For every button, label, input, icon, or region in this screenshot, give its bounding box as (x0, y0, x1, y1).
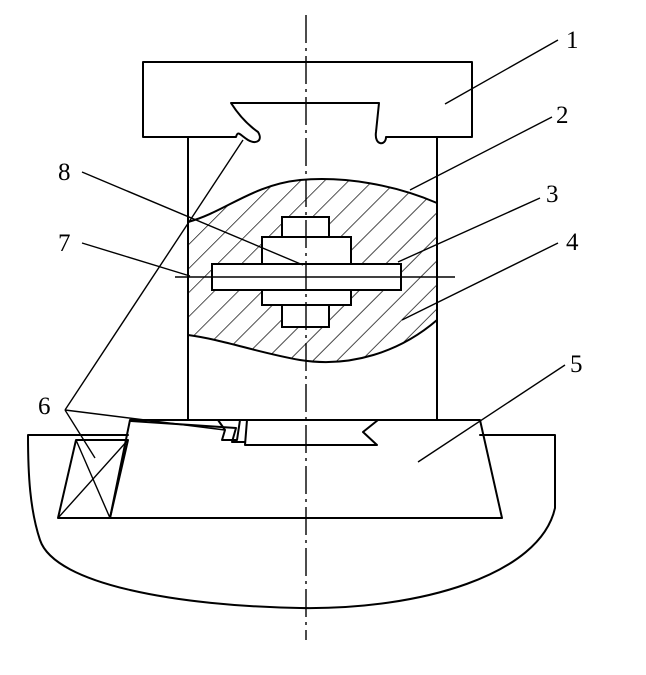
label-3: 3 (546, 181, 559, 208)
part-5-dovetail-left (130, 420, 246, 443)
leader-7 (81, 242, 191, 277)
label-8: 8 (58, 159, 71, 186)
part-2-upper-curve (187, 178, 438, 223)
leader-5 (417, 364, 566, 463)
label-6: 6 (38, 393, 51, 420)
label-5: 5 (570, 351, 583, 378)
leader-4 (401, 242, 559, 321)
label-1: 1 (566, 27, 579, 54)
leader-2 (409, 116, 553, 191)
leader-1 (444, 39, 559, 105)
base-housing (27, 434, 556, 610)
leader-8 (81, 171, 304, 266)
label-2: 2 (556, 102, 569, 129)
leader-6c (64, 409, 96, 459)
part-6-cross-b (57, 439, 129, 519)
part-1-top-block (142, 61, 473, 145)
leader-6b (64, 409, 226, 431)
leader-3 (397, 197, 541, 263)
label-4: 4 (566, 229, 579, 256)
leader-6a (64, 139, 244, 411)
part-4-lower-curve (187, 319, 438, 364)
label-7: 7 (58, 230, 71, 257)
